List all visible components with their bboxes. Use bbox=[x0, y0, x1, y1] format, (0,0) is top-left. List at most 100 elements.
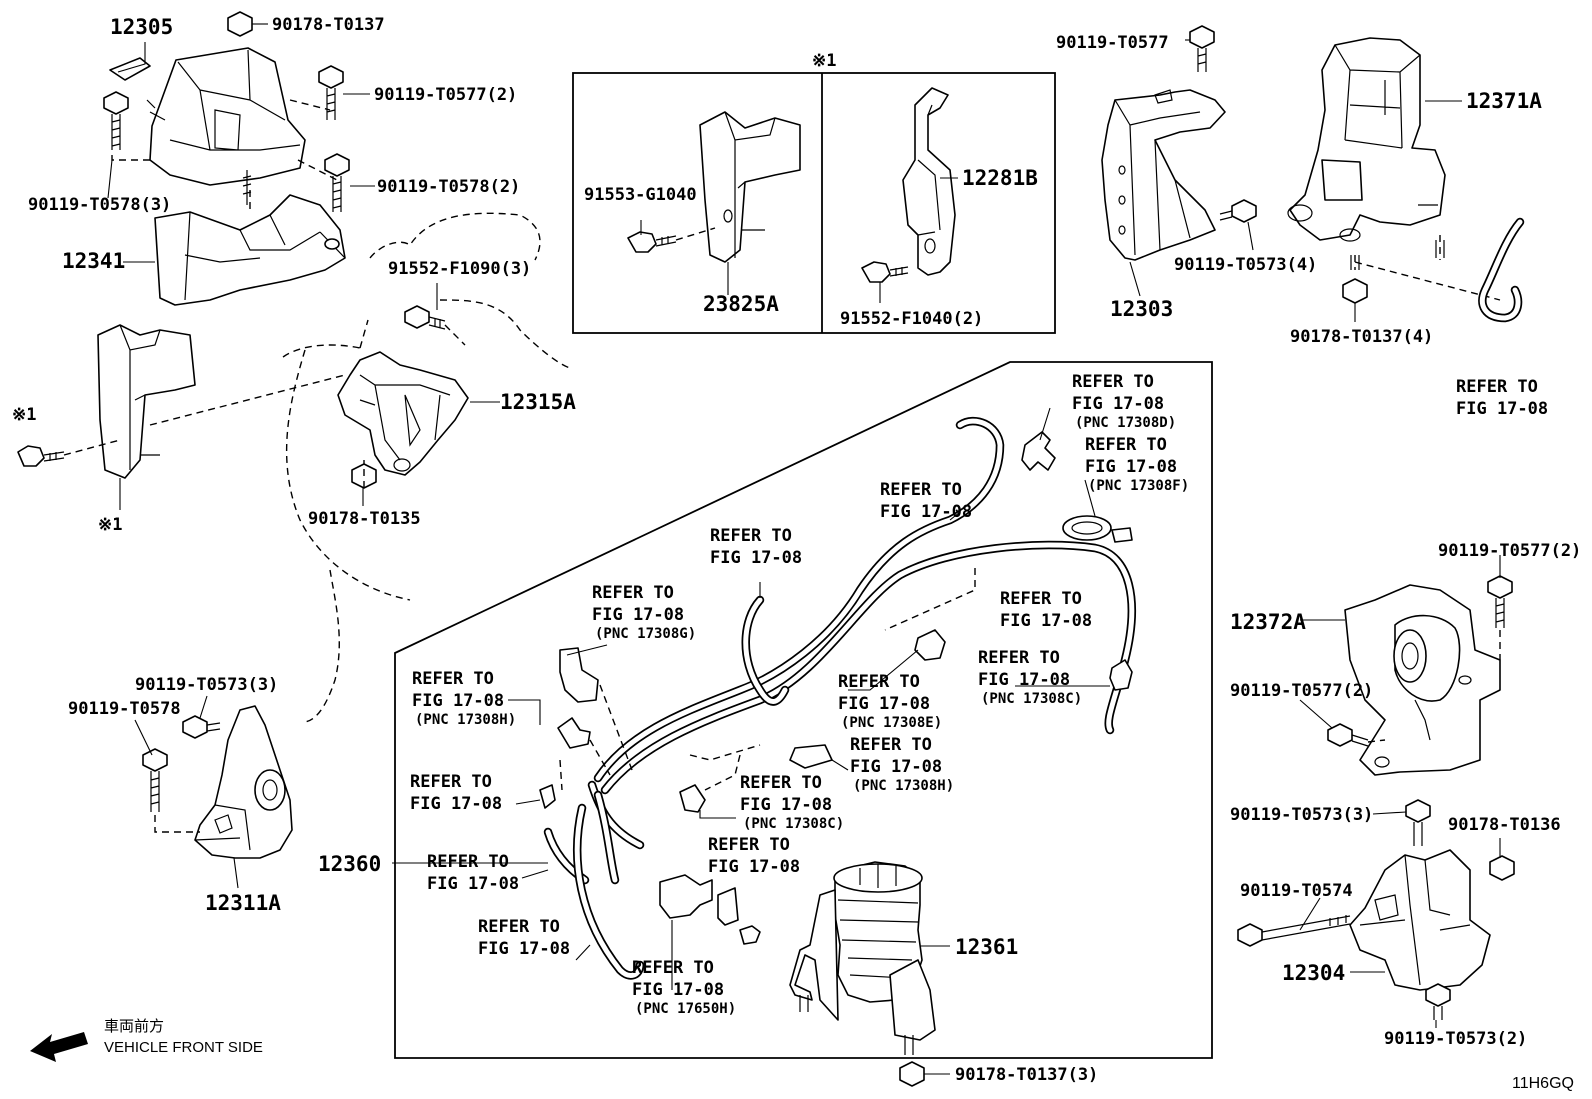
engine-mount-12305 bbox=[109, 47, 306, 186]
label-12303: 12303 bbox=[1110, 297, 1173, 321]
ref-2-pnc: (PNC 17308D) bbox=[1075, 415, 1176, 431]
label-12304: 12304 bbox=[1282, 961, 1345, 985]
ref-14-line1: REFER TO bbox=[708, 835, 790, 855]
label-note1-box: ※1 bbox=[812, 51, 836, 71]
label-90119-T0573-2: 90119-T0573(2) bbox=[1384, 1029, 1527, 1049]
ref-3-line1: REFER TO bbox=[1085, 435, 1167, 455]
ref-11-line1: REFER TO bbox=[850, 735, 932, 755]
ref-12-line2: FIG 17-08 bbox=[410, 794, 502, 814]
ref-8-line2: FIG 17-08 bbox=[978, 670, 1070, 690]
label-12305: 12305 bbox=[110, 15, 173, 39]
ref-9-line2: FIG 17-08 bbox=[412, 691, 504, 711]
bracket-12315A bbox=[337, 351, 469, 476]
bolt-90119-T0578-2 bbox=[324, 153, 350, 212]
bracket-23825A-left bbox=[97, 324, 196, 479]
ref-17-pnc: (PNC 17650H) bbox=[635, 1001, 736, 1017]
ref-1-line2: FIG 17-08 bbox=[1456, 399, 1548, 419]
label-90119-T0577-top: 90119-T0577 bbox=[1056, 33, 1169, 53]
bolt-90119-T0574 bbox=[1237, 915, 1351, 947]
ref-9-line1: REFER TO bbox=[412, 669, 494, 689]
bolt-note1-left bbox=[17, 445, 65, 467]
ref-10-line2: FIG 17-08 bbox=[838, 694, 930, 714]
ref-16-line1: REFER TO bbox=[478, 917, 560, 937]
bolt-90119-T0578-3 bbox=[103, 91, 129, 150]
mount-12372A bbox=[1344, 584, 1501, 776]
bolt-90119-T0573-3-left bbox=[182, 715, 221, 739]
ref-17-line2: FIG 17-08 bbox=[632, 980, 724, 1000]
label-90178-T0137-3: 90178-T0137(3) bbox=[955, 1065, 1098, 1085]
label-90119-T0578-left: 90119-T0578 bbox=[68, 699, 181, 719]
ref-5-line1: REFER TO bbox=[710, 526, 792, 546]
label-note1-bottom: ※1 bbox=[98, 515, 122, 535]
label-12341: 12341 bbox=[62, 249, 125, 273]
bolt-90119-T0578-left bbox=[142, 748, 168, 812]
mount-bracket-12311A bbox=[194, 705, 293, 859]
label-12315A: 12315A bbox=[500, 390, 576, 414]
label-12360: 12360 bbox=[318, 852, 381, 876]
engine-outline bbox=[282, 212, 571, 723]
hose-assembly-frame bbox=[394, 361, 1213, 1059]
label-90178-T0137: 90178-T0137 bbox=[272, 15, 385, 35]
reservoir-12361 bbox=[789, 861, 936, 1055]
label-90119-T0573-3-right: 90119-T0573(3) bbox=[1230, 805, 1373, 825]
ref-10-pnc: (PNC 17308E) bbox=[841, 715, 942, 731]
label-12372A: 12372A bbox=[1230, 610, 1306, 634]
ref-11-line2: FIG 17-08 bbox=[850, 757, 942, 777]
label-90119-T0578-2: 90119-T0578(2) bbox=[377, 177, 520, 197]
legend-english: VEHICLE FRONT SIDE bbox=[104, 1039, 263, 1056]
nut-90178-T0136 bbox=[1489, 855, 1515, 881]
ref-10-line1: REFER TO bbox=[838, 672, 920, 692]
mount-12371A bbox=[1287, 37, 1446, 242]
part-labels: 12305 90178-T0137 90119-T0577(2) 90119-T… bbox=[12, 15, 1581, 1085]
label-90119-T0573-3-left: 90119-T0573(3) bbox=[135, 675, 278, 695]
label-90178-T0136: 90178-T0136 bbox=[1448, 815, 1561, 835]
bolt-90119-T0577-2-right bbox=[1487, 575, 1513, 628]
nut-90178-T0137-3 bbox=[899, 1061, 925, 1087]
ref-2-line1: REFER TO bbox=[1072, 372, 1154, 392]
ref-8-pnc: (PNC 17308C) bbox=[981, 691, 1082, 707]
ref-6-line1: REFER TO bbox=[592, 583, 674, 603]
label-90119-T0573-4: 90119-T0573(4) bbox=[1174, 255, 1317, 275]
bolt-90119-T0573-2 bbox=[1425, 983, 1451, 1020]
label-90178-T0137-4: 90178-T0137(4) bbox=[1290, 327, 1433, 347]
ref-7-line2: FIG 17-08 bbox=[1000, 611, 1092, 631]
bolt-90119-T0577-2-top bbox=[318, 65, 344, 120]
ref-6-line2: FIG 17-08 bbox=[592, 605, 684, 625]
nut-90178-T0137-top bbox=[227, 11, 253, 37]
ref-11-pnc: (PNC 17308H) bbox=[853, 778, 954, 794]
label-23825A: 23825A bbox=[703, 292, 779, 316]
ref-13-line1: REFER TO bbox=[740, 773, 822, 793]
ref-12-line1: REFER TO bbox=[410, 772, 492, 792]
ref-2-line2: FIG 17-08 bbox=[1072, 394, 1164, 414]
label-12311A: 12311A bbox=[205, 891, 281, 915]
bolt-91552-F1090-3 bbox=[404, 305, 446, 330]
bracket-12304 bbox=[1349, 849, 1491, 991]
ref-13-line2: FIG 17-08 bbox=[740, 795, 832, 815]
hose-lines bbox=[543, 416, 1136, 980]
label-90119-T0578-3: 90119-T0578(3) bbox=[28, 195, 171, 215]
label-90119-T0577-2-top: 90119-T0577(2) bbox=[374, 85, 517, 105]
leader-lines bbox=[107, 23, 1501, 1075]
diagram-code: 11H6GQ bbox=[1512, 1075, 1574, 1092]
ref-3-pnc: (PNC 17308F) bbox=[1088, 478, 1189, 494]
hose-clamps bbox=[539, 431, 1133, 945]
ref-9-pnc: (PNC 17308H) bbox=[415, 712, 516, 728]
clamp-bracket-12281B bbox=[902, 87, 956, 276]
ref-13-pnc: (PNC 17308C) bbox=[743, 816, 844, 832]
label-12361: 12361 bbox=[955, 935, 1018, 959]
label-91553-G1040: 91553-G1040 bbox=[584, 185, 697, 205]
label-note1-left: ※1 bbox=[12, 405, 36, 425]
ref-5-line2: FIG 17-08 bbox=[710, 548, 802, 568]
ref-17-line1: REFER TO bbox=[632, 958, 714, 978]
vehicle-front-legend: 車両前方 VEHICLE FRONT SIDE bbox=[30, 1018, 263, 1062]
ref-16-line2: FIG 17-08 bbox=[478, 939, 570, 959]
label-12281B: 12281B bbox=[962, 166, 1038, 190]
legend-japanese: 車両前方 bbox=[104, 1018, 164, 1035]
bracket-12303 bbox=[1101, 89, 1226, 261]
bolt-91552-F1040-2 bbox=[861, 261, 909, 283]
detail-box-note1 bbox=[572, 72, 1056, 334]
ref-6-pnc: (PNC 17308G) bbox=[595, 626, 696, 642]
nut-90178-T0137-4 bbox=[1342, 278, 1368, 304]
bolt-90119-T0577-top bbox=[1189, 25, 1215, 72]
